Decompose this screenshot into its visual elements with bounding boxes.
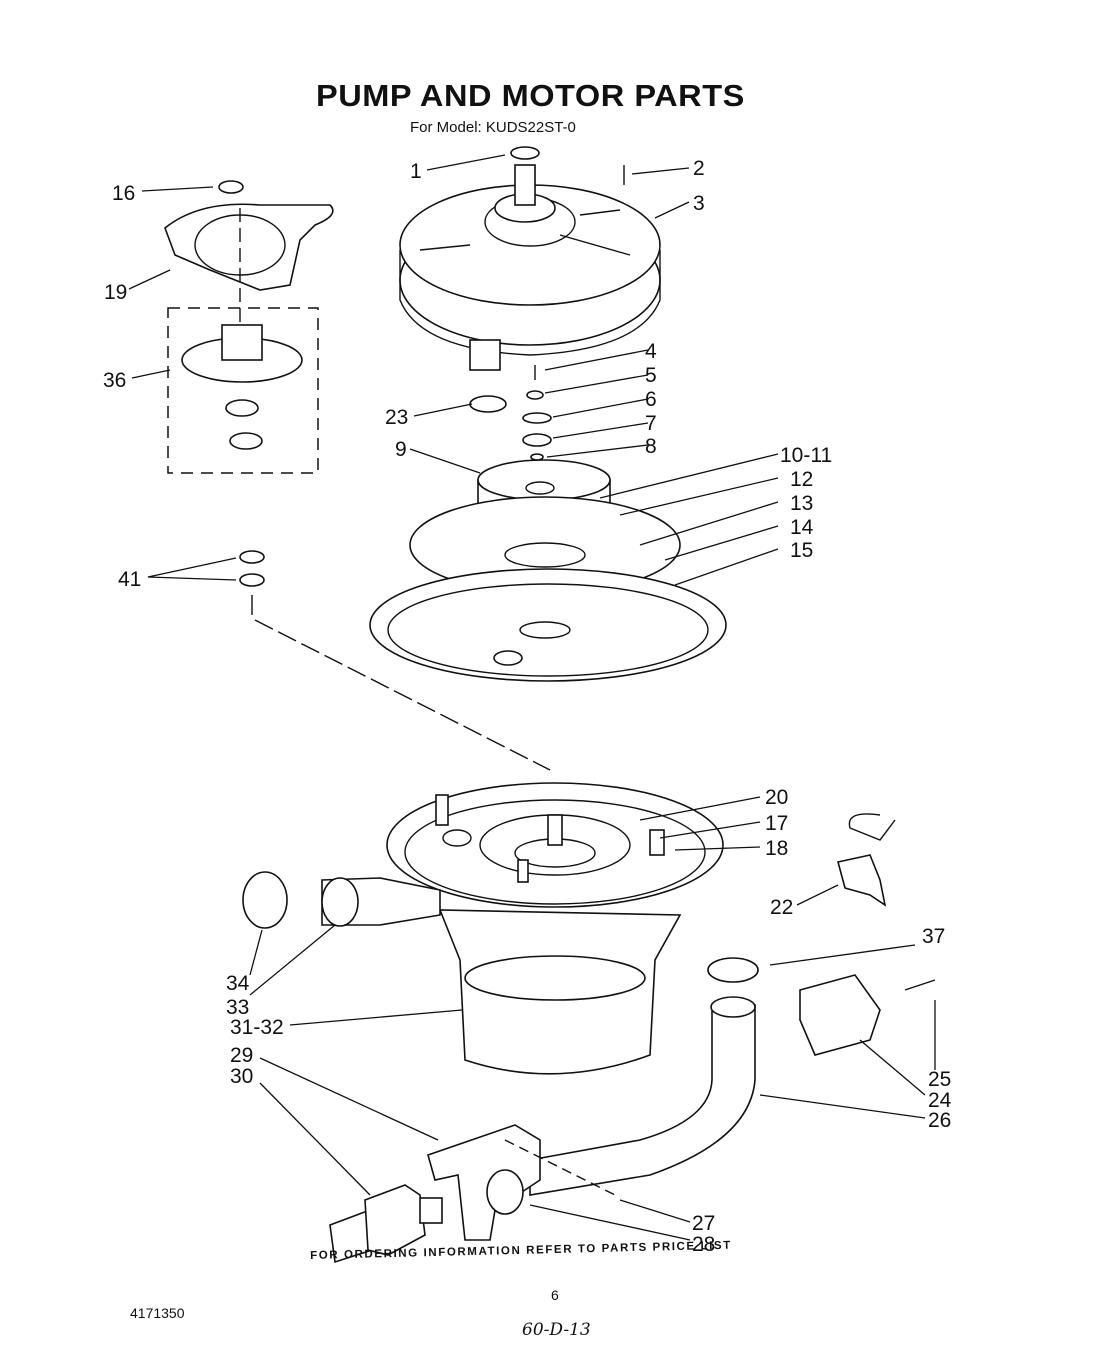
callout-23: 23 — [385, 406, 408, 429]
gasket-part-23 — [469, 395, 507, 413]
motor-pump-assembly — [386, 782, 724, 1075]
callout-36: 36 — [103, 369, 126, 392]
callout-34: 34 — [226, 972, 250, 995]
washer-part-16 — [218, 180, 244, 194]
callout-30: 30 — [230, 1065, 253, 1088]
callout-16: 16 — [112, 182, 135, 205]
gasket-part-19 — [164, 203, 334, 291]
callout-18: 18 — [765, 837, 788, 860]
callout-29: 29 — [230, 1044, 253, 1067]
callout-28: 28 — [692, 1233, 715, 1256]
callout-5: 5 — [645, 364, 657, 387]
callout-12: 12 — [790, 468, 813, 491]
callout-26: 26 — [928, 1109, 951, 1132]
callout-41: 41 — [118, 568, 141, 591]
callout-31-32: 31-32 — [230, 1016, 284, 1039]
bracket-part-29 — [427, 1124, 541, 1241]
callout-22: 22 — [770, 896, 793, 919]
clamp-part-37 — [707, 957, 759, 983]
callout-8: 8 — [645, 435, 657, 458]
callout-1: 1 — [410, 160, 422, 183]
callout-27: 27 — [692, 1212, 715, 1235]
callout-24: 24 — [928, 1089, 952, 1112]
pump-housing-box-36 — [167, 307, 319, 474]
callout-13: 13 — [790, 492, 813, 515]
clamp-part-34 — [242, 871, 288, 929]
document-number: 4171350 — [130, 1305, 185, 1321]
callout-7: 7 — [645, 412, 657, 435]
model-subtitle: For Model: KUDS22ST-0 — [410, 119, 576, 136]
callout-15: 15 — [790, 539, 813, 562]
callout-19: 19 — [104, 281, 127, 304]
callout-6: 6 — [645, 388, 657, 411]
callout-14: 14 — [790, 516, 814, 539]
switch-part-24 — [799, 974, 881, 1056]
callout-3: 3 — [693, 192, 705, 215]
callout-20: 20 — [765, 786, 788, 809]
clamp-part-28 — [486, 1169, 524, 1215]
page-number: 6 — [551, 1287, 559, 1303]
fitting-part-30 — [329, 1184, 443, 1264]
page-title: PUMP AND MOTOR PARTS — [316, 78, 745, 113]
washer-part-1 — [510, 146, 540, 160]
callout-37: 37 — [922, 925, 945, 948]
sensor-part-22 — [837, 854, 887, 907]
callout-33: 33 — [226, 996, 249, 1019]
callout-2: 2 — [693, 157, 705, 180]
callout-10-11: 10-11 — [780, 444, 832, 467]
callout-4: 4 — [645, 340, 657, 363]
callout-17: 17 — [765, 812, 788, 835]
drain-hose-part-26 — [529, 1004, 756, 1196]
motor-cover-part — [399, 164, 661, 371]
callout-9: 9 — [395, 438, 407, 461]
callout-25: 25 — [928, 1068, 951, 1091]
handwritten-note: 60-D-13 — [522, 1320, 591, 1340]
pump-base-plate-part — [369, 568, 727, 682]
